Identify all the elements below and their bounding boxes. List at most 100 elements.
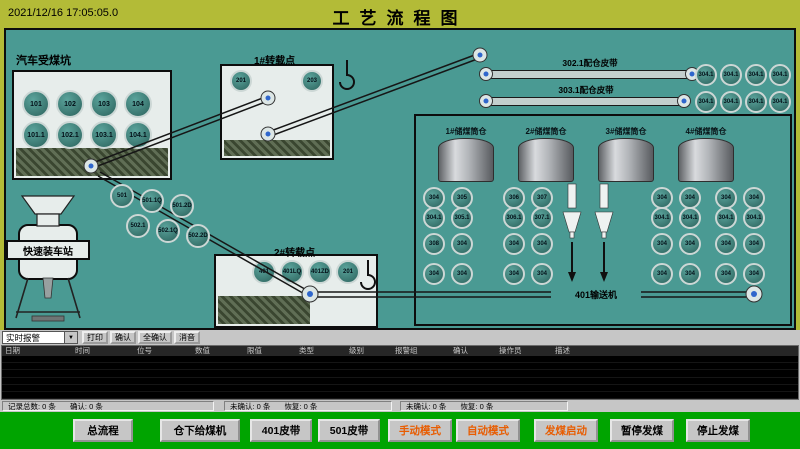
silo-valve[interactable]: 304.1 [651,207,673,229]
transfer2-device[interactable]: 401ZD [308,260,332,284]
alarm-mode-value: 实时报警 [6,332,41,343]
transfer2-device[interactable]: 401 [252,260,276,284]
silo-valve[interactable]: 304 [451,263,473,285]
feeder-valve[interactable]: 102 [56,90,84,118]
status-unacked: 未确认: 0 条 [230,401,271,411]
silo-label: 3#储煤筒仓 [605,127,647,136]
silo-section-box: 1#储煤筒仓 2#储煤筒仓 3#储煤筒仓 4#储煤筒仓 304 305 306 … [414,114,792,326]
silo-valve[interactable]: 304 [715,187,737,209]
btn-coal-stop[interactable]: 停止发煤 [686,419,750,442]
silo-gate[interactable]: 304.1 [769,64,791,86]
silo-valve[interactable]: 307 [531,187,553,209]
silo-valve[interactable]: 304.1 [423,207,445,229]
status-recovered: 恢复: 0 条 [284,401,318,411]
silo-valve[interactable]: 305.1 [451,207,473,229]
feeder-valve[interactable]: 103 [90,90,118,118]
silo-valve[interactable]: 307.1 [531,207,553,229]
silo-gate[interactable]: 304.1 [745,64,767,86]
btn-401-belt[interactable]: 401皮带 [250,419,312,442]
coal-pile-hatch [218,296,310,324]
silo-valve[interactable]: 304 [451,233,473,255]
silo-valve[interactable]: 306.1 [503,207,525,229]
silo-valve[interactable]: 304 [679,187,701,209]
alarm-mode-select[interactable]: 实时报警 ▼ [2,331,78,344]
alarm-row [2,378,798,385]
coal-silo[interactable] [598,138,654,182]
station-feeder[interactable]: 501.1Q [140,189,164,213]
btn-manual-mode[interactable]: 手动模式 [388,419,452,442]
transfer2-device[interactable]: 201 [336,260,360,284]
coal-silo[interactable] [438,138,494,182]
col-header: 确认 [453,346,468,355]
silo-valve[interactable]: 304 [651,187,673,209]
silo-valve[interactable]: 304.1 [679,207,701,229]
feeder-valve[interactable]: 104.1 [124,121,152,149]
ack-all-button[interactable]: 全确认 [138,331,172,344]
silo-gate[interactable]: 304.1 [695,91,717,113]
ack-button[interactable]: 确认 [110,331,136,344]
silo-gate[interactable]: 304.1 [720,64,742,86]
silo-gate[interactable]: 304.1 [745,91,767,113]
station-feeder[interactable]: 502.1 [126,214,150,238]
feeder-valve[interactable]: 101 [22,90,50,118]
btn-coal-pause[interactable]: 暂停发煤 [610,419,674,442]
silo-valve[interactable]: 304 [423,187,445,209]
footer-bar: 总流程 仓下给煤机 401皮带 501皮带 手动模式 自动模式 发煤启动 暂停发… [0,412,800,449]
silo-valve[interactable]: 304 [715,263,737,285]
silo-label: 4#储煤筒仓 [685,127,727,136]
silo-gate[interactable]: 304.1 [695,64,717,86]
silo-valve[interactable]: 304.1 [743,207,765,229]
btn-501-belt[interactable]: 501皮带 [318,419,380,442]
station-feeder[interactable]: 502.2D [186,224,210,248]
station-feeder[interactable]: 502.1Q [156,219,180,243]
silo-valve[interactable]: 304 [651,263,673,285]
btn-coal-start[interactable]: 发煤启动 [534,419,598,442]
btn-auto-mode[interactable]: 自动模式 [456,419,520,442]
feeder-valve[interactable]: 104 [124,90,152,118]
silo-valve[interactable]: 308 [423,233,445,255]
transfer1-device[interactable]: 201 [230,70,252,92]
silo-valve[interactable]: 304 [715,233,737,255]
silo-valve[interactable]: 305 [451,187,473,209]
silo-gate[interactable]: 304.1 [720,91,742,113]
silo-valve[interactable]: 304 [679,233,701,255]
station-hopper-icon [20,195,76,227]
mute-button[interactable]: 消音 [174,331,200,344]
silo-valve[interactable]: 304.1 [715,207,737,229]
btn-bunker-feeder[interactable]: 仓下给煤机 [160,419,240,442]
col-header: 类型 [299,346,314,355]
chevron-down-icon[interactable]: ▼ [64,332,77,343]
alarm-row [2,356,798,364]
silo-valve[interactable]: 304 [743,263,765,285]
transfer2-label: 2#转载点 [274,248,316,259]
transfer1-device[interactable]: 203 [301,70,323,92]
silo-valve[interactable]: 304 [743,187,765,209]
transfer2-box: 401 401LQ 401ZD 201 [214,254,378,328]
silo-valve[interactable]: 304 [503,233,525,255]
feeder-valve[interactable]: 103.1 [90,121,118,149]
station-feeder[interactable]: 501 [110,184,134,208]
silo-valve[interactable]: 304 [531,263,553,285]
btn-overview[interactable]: 总流程 [73,419,133,442]
status-segment: 记录总数: 0 条 确认: 0 条 [2,401,214,411]
silo-valve[interactable]: 304 [423,263,445,285]
transfer2-device[interactable]: 401LQ [280,260,304,284]
silo-valve[interactable]: 304 [679,263,701,285]
feeder-valve[interactable]: 101.1 [22,121,50,149]
coal-silo[interactable] [518,138,574,182]
silo-valve[interactable]: 304 [651,233,673,255]
feeder-valve[interactable]: 102.1 [56,121,84,149]
silo-valve[interactable]: 306 [503,187,525,209]
silo-valve[interactable]: 304 [503,263,525,285]
col-header: 数值 [195,346,210,355]
print-button[interactable]: 打印 [82,331,108,344]
silo-gate[interactable]: 304.1 [769,91,791,113]
silo-valve[interactable]: 304 [743,233,765,255]
silo-valve[interactable]: 304 [531,233,553,255]
coal-silo[interactable] [678,138,734,182]
station-feeder[interactable]: 501.2D [170,194,194,218]
page-title: 工艺流程图 [332,9,468,28]
col-header: 报警组 [395,346,418,355]
status-total: 记录总数: 0 条 [8,401,56,411]
